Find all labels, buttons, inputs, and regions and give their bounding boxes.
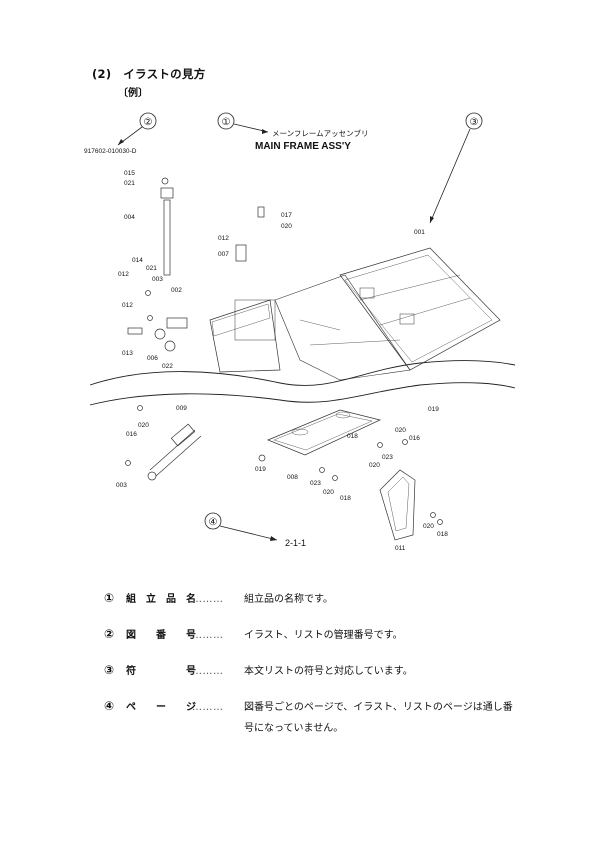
legend-desc-continued: 号になっていません。 — [244, 723, 344, 734]
part-label: 020 — [423, 523, 434, 530]
legend-dots: ……… — [192, 702, 224, 713]
part-label: 020 — [281, 223, 292, 230]
part-label: 019 — [255, 466, 266, 473]
drawing-number: 917602-010030-D — [84, 148, 137, 155]
legend-term: 組 立 品 名 — [126, 594, 196, 605]
part-label: 016 — [409, 435, 420, 442]
part-label: 021 — [124, 180, 135, 187]
part-label: 020 — [395, 427, 406, 434]
legend-item-drawing-number: ② 図 番 号……… イラスト、リストの管理番号です。 — [104, 626, 403, 641]
legend-num: ③ — [104, 663, 115, 677]
part-label: 006 — [147, 355, 158, 362]
callout-num-4: ④ — [209, 517, 218, 528]
legend-num: ④ — [104, 699, 115, 713]
part-label: 001 — [414, 229, 425, 236]
section-subheading: 〔例〕 — [118, 88, 148, 99]
callout-circle-1 — [217, 112, 235, 130]
leader-arrow-4 — [219, 525, 278, 541]
legend-num: ① — [104, 591, 115, 605]
part-label: 003 — [152, 276, 163, 283]
part-label: 020 — [369, 462, 380, 469]
part-label: 011 — [395, 545, 406, 552]
part-label: 018 — [347, 433, 358, 440]
legend-desc: 組立品の名称です。 — [244, 594, 333, 605]
callout-num-2: ② — [144, 117, 153, 128]
legend-desc: 図番号ごとのページで、イラスト、リストのページは通し番 — [244, 702, 513, 713]
part-label: 002 — [171, 287, 182, 294]
callout-num-1: ① — [222, 117, 231, 128]
part-label: 008 — [287, 474, 298, 481]
legend-item-page: ④ ペ ー ジ……… 図番号ごとのページで、イラスト、リストのページは通し番 号にな… — [104, 698, 513, 734]
legend-item-assembly-name: ① 組 立 品 名……… 組立品の名称です。 — [104, 590, 333, 605]
part-label: 009 — [176, 405, 187, 412]
part-label: 016 — [126, 431, 137, 438]
section-heading: (2) イラストの見方 — [92, 67, 206, 81]
part-label: 019 — [428, 406, 439, 413]
legend-dots: ……… — [192, 630, 224, 641]
part-label: 015 — [124, 170, 135, 177]
part-label: 012 — [122, 302, 133, 309]
legend-desc: 本文リストの符号と対応しています。 — [244, 666, 413, 677]
part-label: 020 — [323, 489, 334, 496]
part-label: 023 — [310, 480, 321, 487]
callout-circle-2 — [139, 112, 157, 130]
diagram-title-en: MAIN FRAME ASS'Y — [255, 141, 351, 152]
legend-dots: ……… — [192, 666, 224, 677]
part-label: 004 — [124, 214, 135, 221]
legend-term: 符 号 — [126, 666, 196, 677]
leader-arrow-3 — [429, 128, 471, 224]
callout-circle-3 — [465, 112, 483, 130]
part-label: 020 — [138, 422, 149, 429]
legend-term: 図 番 号 — [126, 630, 196, 641]
part-label: 014 — [132, 257, 143, 264]
part-label: 012 — [118, 271, 129, 278]
callout-circle-4 — [204, 512, 222, 530]
legend-dots: ……… — [192, 594, 224, 605]
part-label: 022 — [162, 363, 173, 370]
part-label: 018 — [437, 531, 448, 538]
part-label: 012 — [218, 235, 229, 242]
page-reference: 2-1-1 — [285, 538, 307, 548]
legend-item-symbol: ③ 符 号……… 本文リストの符号と対応しています。 — [104, 662, 413, 677]
diagram-title-jp: メーンフレームアッセンブリ — [272, 129, 369, 138]
part-label: 013 — [122, 350, 133, 357]
part-label: 017 — [281, 212, 292, 219]
part-label: 023 — [382, 454, 393, 461]
legend-num: ② — [104, 627, 115, 641]
legend-term: ペ ー ジ — [126, 702, 196, 713]
legend-desc: イラスト、リストの管理番号です。 — [244, 630, 403, 641]
part-label: 003 — [116, 482, 127, 489]
part-label: 018 — [340, 495, 351, 502]
callout-num-3: ③ — [470, 117, 479, 128]
part-label: 021 — [146, 265, 157, 272]
part-label: 007 — [218, 251, 229, 258]
